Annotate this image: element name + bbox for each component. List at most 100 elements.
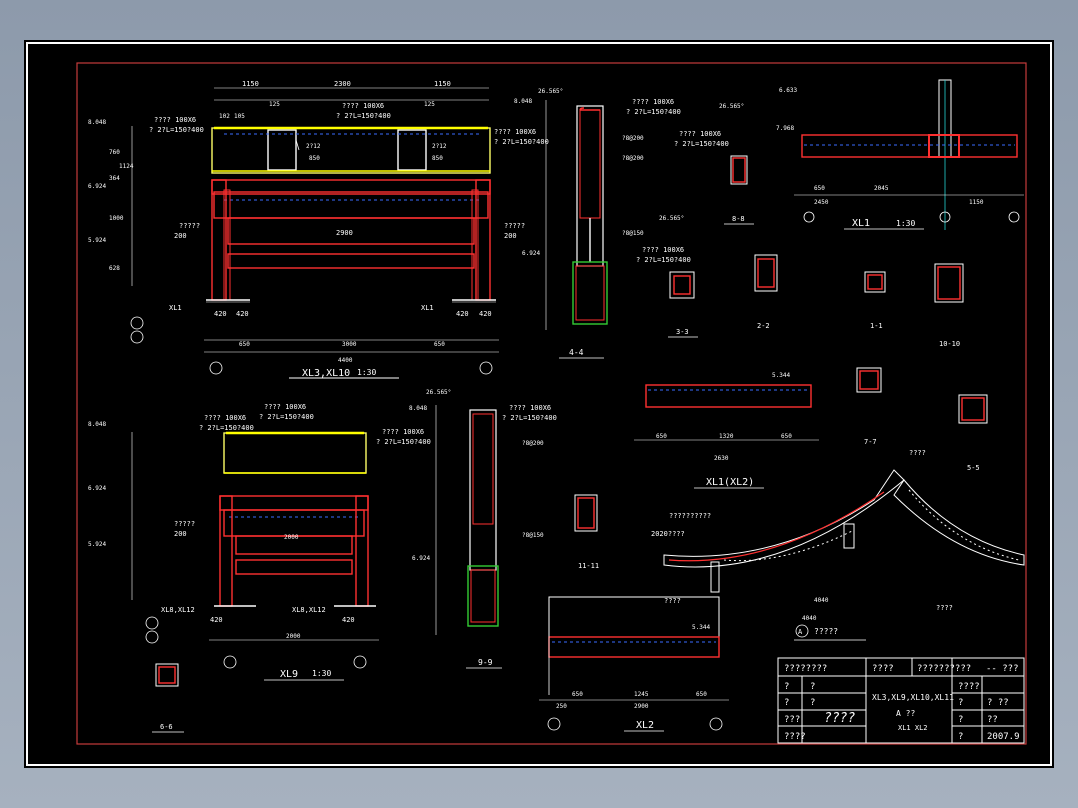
tb-c17: ? (958, 732, 963, 742)
xl3-scale: 1:30 (357, 368, 376, 377)
xl9-note2: ? 2?L=150?400 (199, 424, 254, 432)
xl3-short-note: ????? (179, 222, 200, 230)
tb-c3: -- ??? (986, 664, 1019, 674)
s99-r2: ?8@150 (522, 532, 544, 539)
dim-1150-left: 1150 (242, 80, 259, 88)
tb-c4: ? (784, 682, 789, 692)
xl9-note4: ? 2?L=150?400 (259, 413, 314, 421)
xl3-note-4: ? 2?L=150?400 (149, 126, 204, 134)
dim-420b: 420 (236, 310, 249, 318)
s33-angle: 26.565° (659, 215, 684, 222)
s44-elev: 6.924 (522, 250, 540, 257)
s11-title: 1-1 (870, 322, 883, 330)
inner-frame (76, 62, 1027, 745)
tb-c9: ???? (784, 732, 806, 742)
cad-drawing-canvas: 1150 2300 1150 102 105 125 125 ???? 100X… (26, 42, 1052, 766)
detA-note5: ???? (936, 604, 953, 612)
xl3-note-1: ???? 100X6 (342, 102, 384, 110)
tb-drawing-name: XL3,XL9,XL10,XL11 (872, 693, 954, 702)
s44-note1: ???? 100X6 (632, 98, 674, 106)
xl9-title: XL9 (280, 669, 298, 680)
tb-date: 2007.9 (987, 732, 1020, 742)
section-4-4: 26.565° 8.048 ???? 100X6 ? 2?L=150?400 ?… (514, 88, 681, 359)
detA-note1: ?????????? (669, 512, 711, 520)
xl1-650a: 650 (656, 433, 667, 440)
section-8-8: 26.565° ???? 100X6 ? 2?L=150?400 8-8 (674, 103, 754, 225)
section-9-9: 26.565° 8.048 ???? 100X6 ? 2?L=150?400 ?… (409, 389, 557, 669)
title-block: ???????? ???? ?????????? -- ??? ? ? ? ? … (777, 657, 1025, 744)
outer-frame (26, 42, 1052, 766)
dim-650b: 650 (434, 341, 445, 348)
s55-title: 5-5 (967, 464, 980, 472)
elev-6924: 6.924 (88, 183, 106, 190)
xl1-elevation: 650 1320 650 2630 5.344 XL1(XL2) (634, 372, 819, 489)
xl9-note1: ???? 100X6 (204, 414, 246, 422)
xl9-elevation: XL8,XL12 XL8,XL12 ???? 100X6 ? 2?L=150?4… (88, 403, 431, 681)
section-3-3: 26.565° ???? 100X6 ? 2?L=150?400 3-3 (636, 215, 698, 338)
elev-5924: 5.924 (88, 237, 106, 244)
xl9-elev3: 5.924 (88, 541, 106, 548)
s44-note2: ? 2?L=150?400 (626, 108, 681, 116)
detA-4040: 4040 (814, 597, 829, 604)
xl3-title: XL3,XL10 (302, 368, 350, 379)
svg-text:XL8,XL12: XL8,XL12 (161, 606, 195, 614)
detA-title: ????? (814, 627, 838, 636)
tb-drawing-sub2: XL1 XL2 (898, 724, 928, 732)
s99-note2: ? 2?L=150?400 (502, 414, 557, 422)
s99-angle: 26.565° (426, 389, 451, 396)
label-2-12b: 2?12 (432, 143, 447, 150)
xl3-note-3: ???? 100X6 (154, 116, 196, 124)
s1111-title: 11-11 (578, 562, 599, 570)
xl1-650b: 650 (781, 433, 792, 440)
xl9-scale: 1:30 (312, 669, 331, 678)
dim-102: 102 (219, 113, 230, 120)
tb-c20: ?? (987, 715, 998, 725)
svg-text:XL8,XL12: XL8,XL12 (292, 606, 326, 614)
xl3-note-6: ? 2?L=150?400 (494, 138, 549, 146)
xl3-200-left: 200 (174, 232, 187, 240)
xl3-elevation: 1150 2300 1150 102 105 125 125 ???? 100X… (88, 80, 549, 379)
dim-420c: 420 (456, 310, 469, 318)
xl11-elev1: 6.633 (779, 87, 797, 94)
s44-r3: ?8@150 (622, 230, 644, 237)
s66-title: 6-6 (160, 723, 173, 731)
tb-signature: ???? (824, 711, 855, 726)
s1010-title: 10-10 (939, 340, 960, 348)
detA-note4: ???? (664, 597, 681, 605)
tb-project: ???????? (784, 664, 827, 674)
xl11-1150: 1150 (969, 199, 984, 206)
section-11-11: 11-11 (574, 494, 599, 570)
detA-note3: ???? (909, 449, 926, 457)
s22-title: 2-2 (757, 322, 770, 330)
xl9-2000: 2000 (284, 534, 299, 541)
tb-c16: ? (958, 715, 963, 725)
xl2-elevation: 5.344 650 1245 650 250 2900 XL2 (539, 596, 729, 732)
cad-drawing-sheet[interactable]: 1150 2300 1150 102 105 125 125 ???? 100X… (24, 40, 1054, 768)
s33-note1: ???? 100X6 (642, 246, 684, 254)
dim-364: 364 (109, 175, 120, 182)
xl1-2630: 2630 (714, 455, 729, 462)
xl3-note-2: ? 2?L=150?400 (336, 112, 391, 120)
xl2-elev: 5.344 (692, 624, 710, 631)
tb-c15: ? (958, 698, 963, 708)
dim-760: 760 (109, 149, 120, 156)
label-xl1-right: XL1 (421, 304, 434, 312)
xl11-2450: 2450 (814, 199, 829, 206)
xl2-650b: 650 (696, 691, 707, 698)
dim-105: 105 (234, 113, 245, 120)
tb-c14: ???? (958, 682, 980, 692)
s44-title: 4-4 (569, 348, 584, 357)
xl11-title: XL1 (852, 218, 870, 229)
xl11-elevation: 6.633 7.968 650 2045 2450 1150 XL1 1:30 (776, 79, 1024, 230)
tb-c2: ?????????? (917, 664, 971, 674)
elev-8048: 8.048 (88, 119, 106, 126)
xl11-650: 650 (814, 185, 825, 192)
detA-4040b: 4040 (802, 615, 817, 622)
xl9-elev1: 8.048 (88, 421, 106, 428)
dim-2900: 2900 (336, 229, 353, 237)
elev-4-4: 8.048 (514, 98, 532, 105)
s99-elev2: 6.924 (412, 555, 430, 562)
xl3-note-5: ???? 100X6 (494, 128, 536, 136)
s88-note2: ? 2?L=150?400 (674, 140, 729, 148)
dim-850b: 850 (432, 155, 443, 162)
